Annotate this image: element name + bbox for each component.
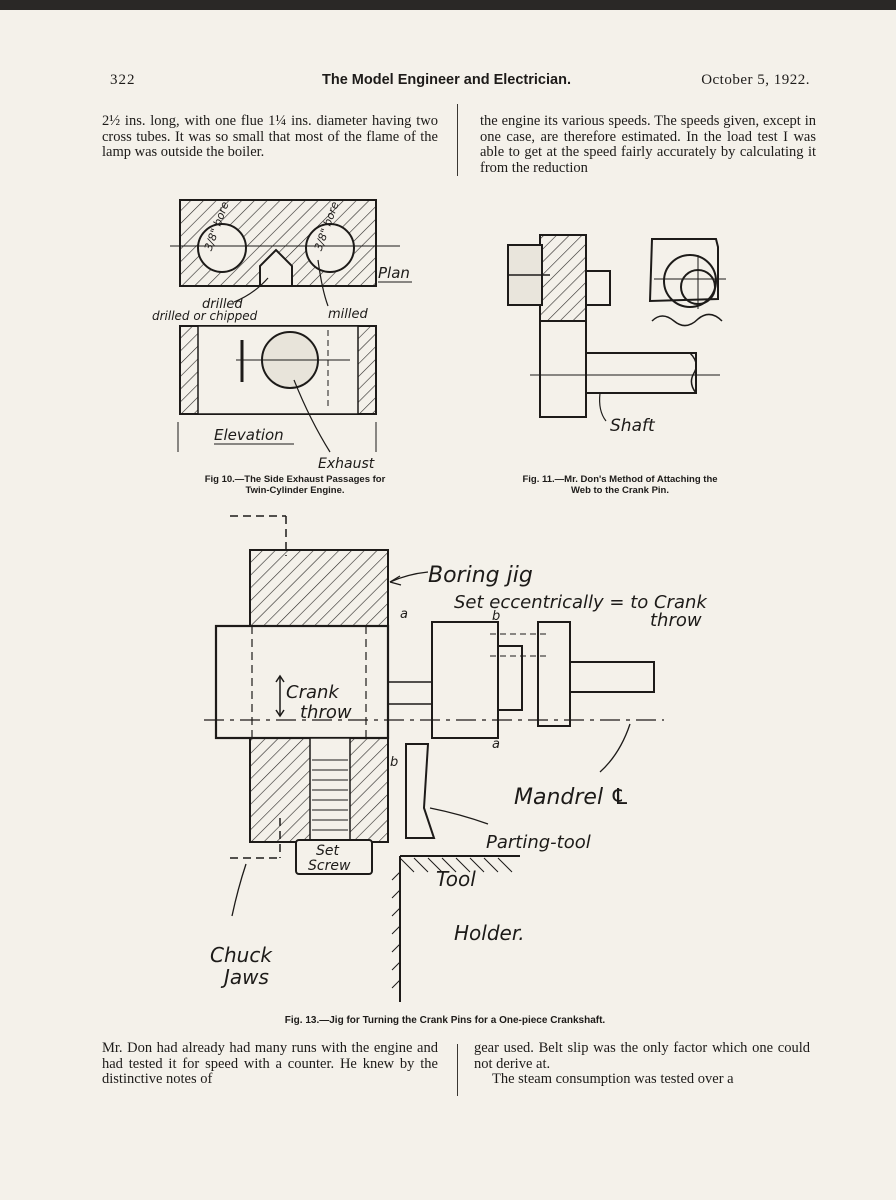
fig11-caption: Fig. 11.—Mr. Don's Method of Attaching t… — [490, 474, 750, 496]
throw-inner-label: throw — [300, 702, 352, 723]
fig10-caption-line1: Fig 10.—The Side Exhaust Passages for — [204, 474, 386, 485]
journal-title: The Model Engineer and Electrician. — [322, 72, 571, 88]
paragraph-bottom-right-2: The steam consumption was tested over a — [492, 1071, 734, 1087]
exhaust-label: Exhaust — [318, 456, 375, 472]
issue-date: October 5, 1922. — [701, 72, 810, 88]
fig10-caption-line2: Twin-Cylinder Engine. — [245, 485, 345, 496]
page-header: 322 The Model Engineer and Electrician. … — [110, 72, 810, 94]
crank-label: Crank — [286, 682, 340, 703]
fig11-caption-line2: Web to the Crank Pin. — [570, 485, 669, 496]
page-number: 322 — [110, 72, 136, 88]
shaft-label: Shaft — [610, 416, 656, 436]
scan-top-edge — [0, 0, 896, 10]
set-eccentrically-label: Set eccentrically = to Crank — [454, 592, 708, 613]
b-top-label: b — [492, 609, 500, 624]
fig11-caption-line1: Fig. 11.—Mr. Don's Method of Attaching t… — [522, 474, 718, 485]
column-divider-top — [457, 104, 458, 176]
mandrel-label: Mandrel ℄ — [514, 785, 630, 810]
fig10-caption: Fig 10.—The Side Exhaust Passages for Tw… — [150, 474, 440, 496]
a-bottom-label: a — [492, 737, 500, 752]
top-right-column: the engine its various speeds. The speed… — [480, 113, 816, 176]
parting-tool-label: Parting-tool — [486, 832, 591, 853]
paragraph-bottom-right-1: gear used. Belt slip was the only factor… — [474, 1040, 810, 1072]
paragraph-bottom-left: Mr. Don had already had many runs with t… — [102, 1040, 438, 1087]
holder-label: Holder. — [454, 921, 525, 945]
chuck-label: Chuck — [210, 943, 273, 967]
paragraph-top-left: 2½ ins. long, with one flue 1¼ ins. diam… — [102, 113, 438, 160]
set-screw-label-1: Set — [316, 843, 340, 859]
top-left-column: 2½ ins. long, with one flue 1¼ ins. diam… — [102, 113, 438, 161]
tool-label: Tool — [436, 867, 476, 891]
fig13-drawing: Boring jig Set eccentrically = to Crank … — [204, 515, 708, 1002]
set-screw-label-2: Screw — [308, 858, 351, 874]
bottom-right-column: gear used. Belt slip was the only factor… — [474, 1040, 810, 1088]
b-bottom-label: b — [390, 755, 398, 770]
elevation-label: Elevation — [214, 426, 284, 444]
paragraph-top-right: the engine its various speeds. The speed… — [480, 113, 816, 176]
fig11-drawing: Shaft — [507, 234, 726, 436]
a-top-label: a — [400, 607, 408, 622]
bottom-left-column: Mr. Don had already had many runs with t… — [102, 1040, 438, 1088]
column-divider-bottom — [457, 1044, 458, 1096]
throw-top-label: throw — [650, 610, 702, 631]
jaws-label: Jaws — [220, 965, 269, 989]
milled-label: milled — [328, 307, 368, 322]
fig13-caption-text: Fig. 13.—Jig for Turning the Crank Pins … — [284, 1015, 606, 1026]
drilled-or-chipped-label: drilled or chipped — [152, 309, 258, 323]
drilled-label: drilled — [202, 297, 243, 312]
boring-jig-label: Boring jig — [428, 563, 533, 588]
fig10-drawing: 3/8" bore 3/8" bore Plan drilled drilled… — [152, 199, 412, 472]
fig13-caption: Fig. 13.—Jig for Turning the Crank Pins … — [200, 1015, 690, 1026]
plan-label: Plan — [378, 264, 410, 282]
